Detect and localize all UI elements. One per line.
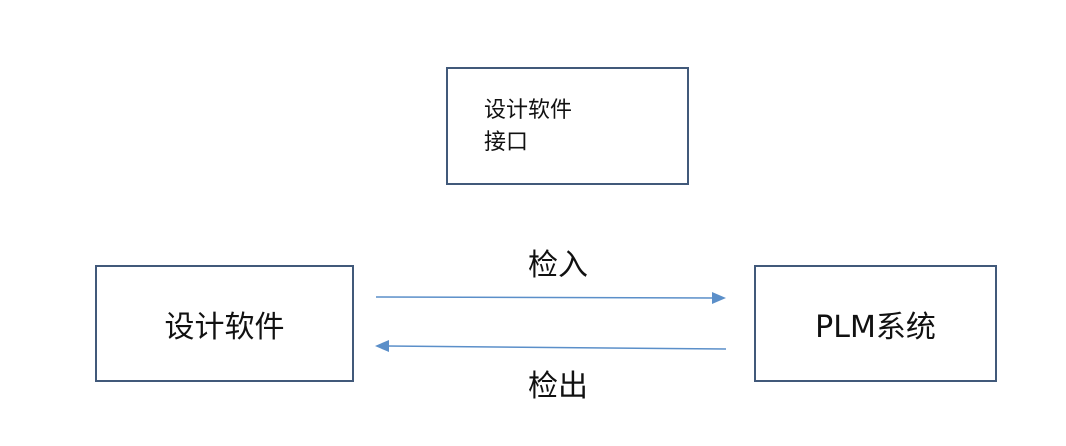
interface-box-line1: 设计软件 bbox=[484, 98, 573, 123]
interface-box-line2: 接口 bbox=[484, 130, 529, 155]
checkout-arrow bbox=[375, 340, 727, 352]
design-software-label: 设计软件 bbox=[164, 309, 285, 345]
design-software-interface-box: 设计软件 接口 bbox=[446, 67, 689, 185]
interface-box-text: 设计软件 接口 bbox=[484, 95, 572, 159]
checkin-label: 检入 bbox=[528, 248, 588, 283]
plm-system-box: PLM系统 bbox=[754, 265, 997, 382]
checkin-arrow bbox=[375, 292, 726, 304]
checkout-label: 检出 bbox=[528, 369, 588, 404]
design-software-box: 设计软件 bbox=[95, 265, 354, 382]
plm-system-label: PLM系统 bbox=[815, 309, 936, 345]
